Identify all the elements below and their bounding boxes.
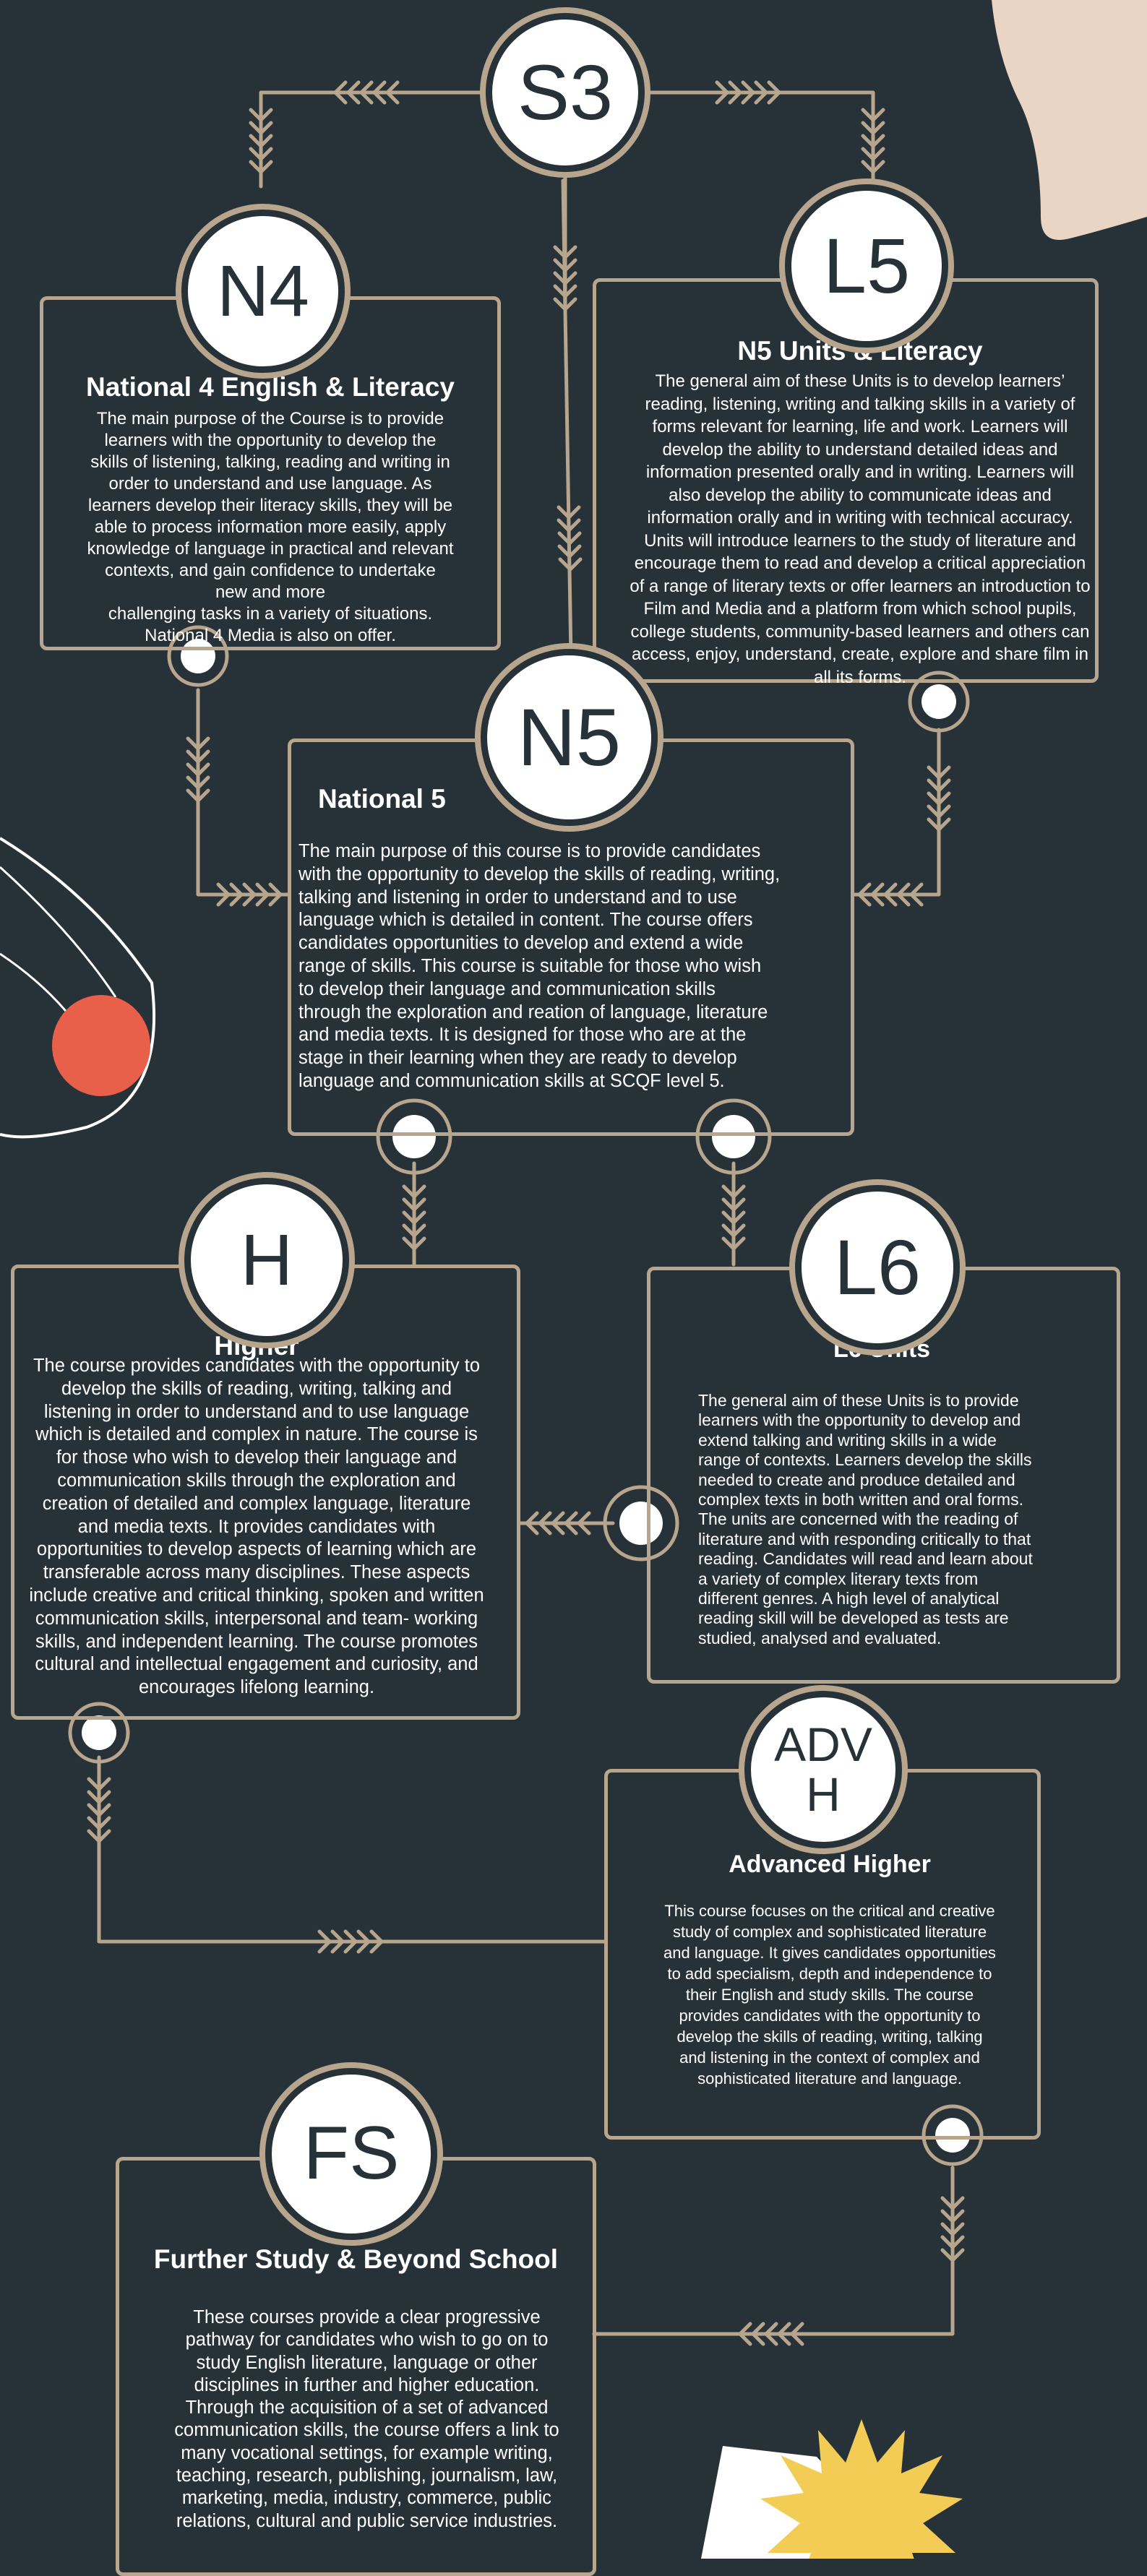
l5-badge: L5 (785, 184, 948, 348)
fs-badge: FS (265, 2068, 437, 2240)
l6-body: The general aim of these Units is to pro… (698, 1391, 1033, 1647)
n5-title: National 5 (318, 784, 446, 814)
l5-body: The general aim of these Units is to dev… (630, 371, 1091, 687)
s3-label: S3 (517, 48, 614, 137)
white-swoosh-decor (0, 837, 156, 1139)
node-dot (712, 1115, 755, 1158)
coral-dot-decor (52, 995, 150, 1096)
node-dot (82, 1715, 116, 1750)
n4-title: National 4 English & Literacy (86, 372, 455, 402)
n4-badge: N4 (181, 210, 345, 373)
n5-body: The main purpose of this course is to pr… (298, 841, 781, 1091)
n5-label: N5 (517, 692, 622, 783)
fs-title: Further Study & Beyond School (153, 2244, 559, 2274)
l6-badge: L6 (795, 1185, 960, 1350)
sun-decor (760, 2419, 963, 2559)
adv-higher-body: This course focuses on the critical and … (663, 1902, 996, 2088)
node-dot (935, 2118, 970, 2153)
s3-badge: S3 (486, 13, 645, 172)
beige-decor-shape (992, 0, 1147, 240)
n5-badge: N5 (481, 649, 658, 826)
n4-label: N4 (217, 250, 309, 332)
fs-body: These courses provide a clear progressiv… (174, 2307, 559, 2531)
higher-label: H (240, 1219, 293, 1301)
n4-body: The main purpose of the Course is to pro… (87, 409, 454, 645)
node-dot (922, 684, 956, 719)
adv-higher-badge: ADV H (744, 1691, 902, 1848)
adv-higher-title: Advanced Higher (729, 1851, 931, 1878)
higher-badge: H (184, 1178, 349, 1343)
l6-label: L6 (833, 1223, 922, 1311)
adv-label: ADV H (774, 1717, 872, 1821)
node-dot (619, 1502, 663, 1545)
node-dot (392, 1115, 436, 1158)
l5-label: L5 (822, 222, 911, 310)
fs-label: FS (303, 2111, 400, 2196)
higher-body: The course provides candidates with the … (29, 1356, 484, 1698)
